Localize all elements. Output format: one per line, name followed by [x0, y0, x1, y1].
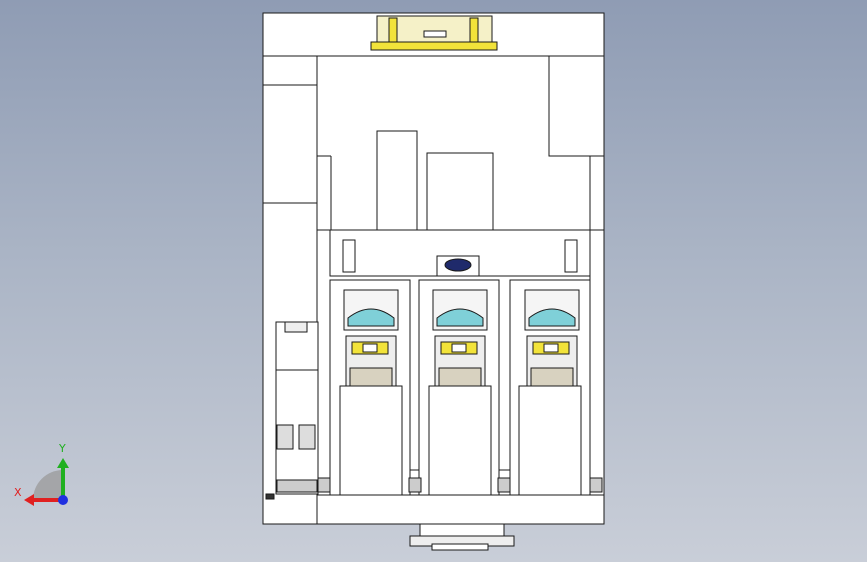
y-axis-label: Y [59, 442, 66, 455]
x-axis-arrowhead [24, 494, 34, 506]
terminal-tab-left [342, 239, 356, 273]
upper-housing-slot-left [376, 130, 418, 231]
y-axis-arrowhead [57, 458, 69, 468]
bottom-base [316, 494, 605, 525]
status-indicator [444, 258, 472, 272]
x-axis-label: X [14, 486, 22, 499]
z-axis-marker [58, 495, 68, 505]
right-side-column [548, 55, 605, 157]
terminal-tab-right [564, 239, 578, 273]
upper-housing-slot-right [426, 152, 494, 231]
